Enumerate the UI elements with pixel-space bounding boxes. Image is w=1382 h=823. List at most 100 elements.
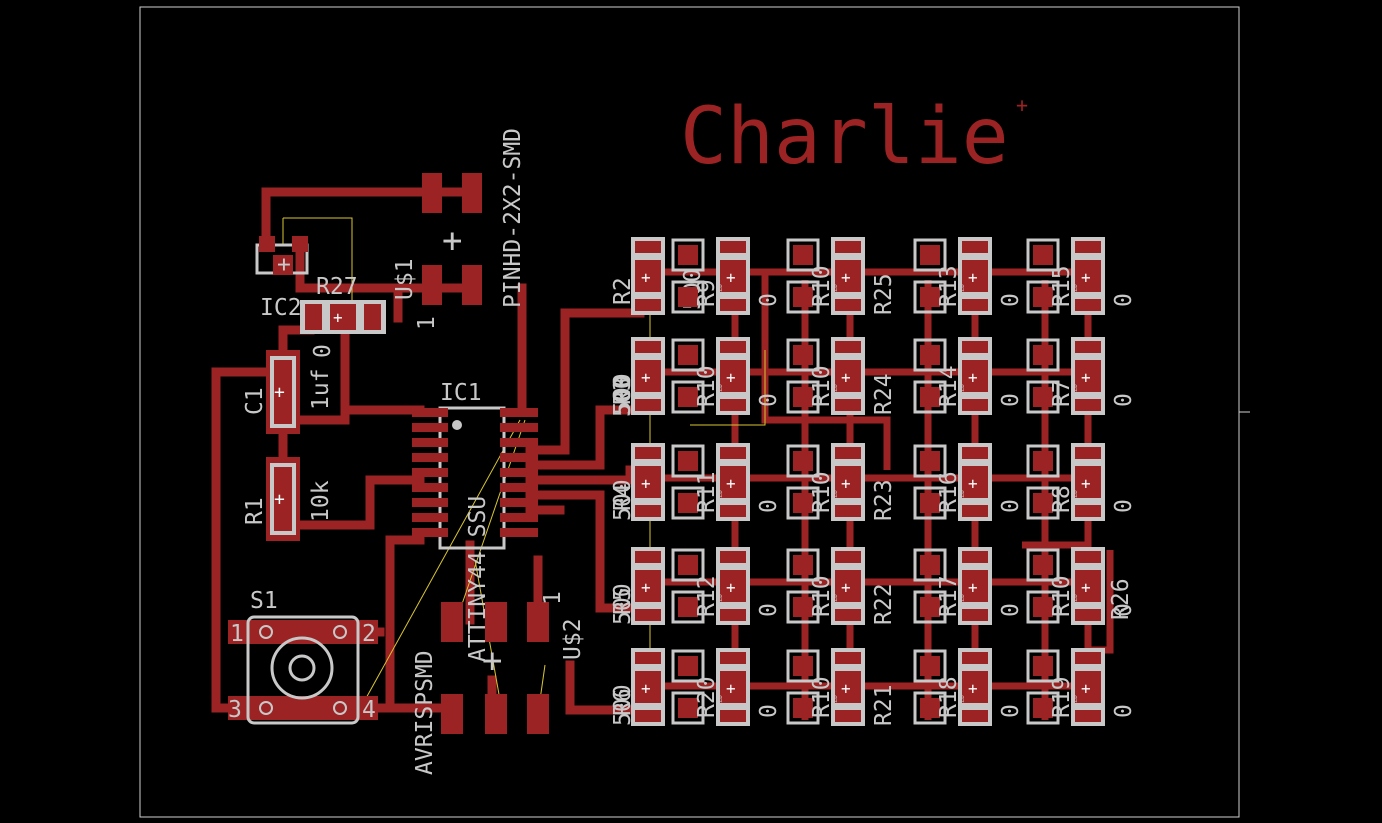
led-resistor-name: R7: [1049, 379, 1075, 407]
led-resistor-name: R8: [1049, 485, 1075, 513]
led-cell-resistor: +: [831, 237, 865, 315]
r27-name: R27: [316, 274, 358, 300]
svg-text:+: +: [726, 679, 736, 698]
led-resistor-name: R16: [936, 471, 962, 513]
row-resistor-name: R2: [610, 277, 636, 305]
s1-pushbutton[interactable]: S1 1 2 3 4: [228, 588, 378, 725]
side-value: 0: [998, 393, 1024, 407]
row-resistor-value: 500: [610, 684, 636, 726]
svg-text:+: +: [641, 268, 651, 287]
led-resistor-name: R15: [1049, 265, 1075, 307]
row-resistor-r4: +: [631, 443, 665, 521]
led-tiny-label: LED: [717, 594, 724, 605]
svg-text:+: +: [1081, 578, 1091, 597]
svg-text:+: +: [968, 679, 978, 698]
svg-text:+: +: [841, 474, 851, 493]
c1-capacitor: + C1 1uf: [242, 350, 334, 434]
s1-name: S1: [250, 588, 278, 614]
led-cell-resistor: +: [958, 443, 992, 521]
led-tiny-label: LED: [832, 594, 839, 605]
side-value: 0: [1111, 704, 1137, 718]
led-cell-resistor: +: [1071, 237, 1105, 315]
led-cell-resistor: +: [1071, 443, 1105, 521]
svg-text:+: +: [274, 382, 285, 403]
led-resistor-name: R10: [809, 365, 835, 407]
col-resistor-name: R25: [871, 273, 897, 315]
avrisp-header: + AVRISPSMD U$2 1: [412, 591, 586, 775]
led-cell-resistor: +: [958, 547, 992, 625]
led-footprint: [786, 649, 820, 725]
svg-text:+: +: [968, 474, 978, 493]
led-cell-resistor: +: [831, 443, 865, 521]
led-tiny-label: LED: [832, 384, 839, 395]
led-footprint: [913, 649, 947, 725]
led-tiny-label: LED: [717, 490, 724, 501]
led-resistor-name: R17: [936, 575, 962, 617]
led-footprint: [1026, 238, 1060, 314]
led-footprint: [913, 338, 947, 414]
led-footprint: [786, 548, 820, 624]
led-tiny-label: LED: [832, 695, 839, 706]
svg-text:+: +: [841, 578, 851, 597]
led-tiny-label: LED: [717, 695, 724, 706]
led-footprint: [671, 649, 705, 725]
avrisp-pin-label: 1: [540, 591, 566, 605]
led-cell-resistor: +: [1071, 547, 1105, 625]
led-resistor-name: R10: [809, 676, 835, 718]
led-tiny-label: LED: [1072, 695, 1079, 706]
led-footprint: [671, 338, 705, 414]
led-resistor-name: R18: [936, 676, 962, 718]
svg-text:+: +: [1081, 679, 1091, 698]
row-resistor-r2: +: [631, 237, 665, 315]
led-resistor-name: R12: [694, 575, 720, 617]
s1-pin-4: 4: [362, 697, 376, 723]
side-value: 0: [756, 293, 782, 307]
side-value: 0: [998, 704, 1024, 718]
led-footprint: [1026, 649, 1060, 725]
svg-text:+: +: [968, 578, 978, 597]
led-tiny-label: LED: [959, 490, 966, 501]
side-value: 0: [756, 704, 782, 718]
led-resistor-name: R9: [694, 279, 720, 307]
side-value: 0: [1111, 293, 1137, 307]
led-cell-resistor: +: [958, 237, 992, 315]
led-cell-resistor: +: [716, 237, 750, 315]
svg-text:+: +: [726, 474, 736, 493]
led-resistor-name: R19: [1049, 676, 1075, 718]
led-tiny-label: LED: [1072, 284, 1079, 295]
led-resistor-name: R10: [809, 471, 835, 513]
led-tiny-label: LED: [959, 695, 966, 706]
led-cell-resistor: +: [831, 547, 865, 625]
led-footprint: [913, 238, 947, 314]
led-cell-resistor: +: [958, 337, 992, 415]
svg-text:+: +: [726, 268, 736, 287]
svg-text:+: +: [641, 578, 651, 597]
svg-text:+: +: [726, 368, 736, 387]
r27-value: 0: [310, 344, 336, 358]
svg-text:+: +: [641, 368, 651, 387]
svg-text:+: +: [841, 368, 851, 387]
row-resistor-name: R6: [610, 688, 636, 716]
svg-text:+: +: [442, 221, 462, 261]
side-value: 0: [756, 393, 782, 407]
row-resistor-r5: +: [631, 547, 665, 625]
led-tiny-label: LED: [1072, 384, 1079, 395]
ic2-name: IC2: [260, 295, 302, 321]
led-footprint: [1026, 444, 1060, 520]
r1-resistor: + R1 10k: [242, 457, 334, 541]
led-resistor-name: R13: [936, 265, 962, 307]
side-value: 0: [998, 499, 1024, 513]
led-cell-resistor: +: [831, 337, 865, 415]
side-value: 0: [998, 603, 1024, 617]
svg-text:+: +: [968, 268, 978, 287]
led-cell-resistor: +: [716, 337, 750, 415]
pinhd-connector: + PINHD-2X2-SMD U$1 1: [392, 128, 526, 330]
led-resistor-name: R20: [694, 676, 720, 718]
pinhd-pin-label: 1: [414, 316, 440, 330]
led-footprint: [913, 444, 947, 520]
led-matrix: +R2500+R3500+R4500+R5500+R6500500+R9LED0…: [610, 237, 1137, 726]
c1-value: 1uf: [308, 368, 334, 410]
led-resistor-name: R11: [694, 471, 720, 513]
svg-text:+: +: [1081, 368, 1091, 387]
